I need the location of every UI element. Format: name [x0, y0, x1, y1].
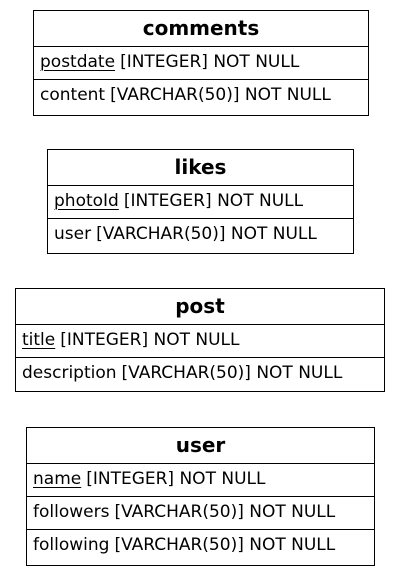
field-row-photoid: photoId[INTEGER] NOT NULL: [48, 186, 353, 219]
entity-post: post title[INTEGER] NOT NULL description…: [15, 288, 385, 392]
field-type: [VARCHAR(50)] NOT NULL: [110, 85, 331, 105]
field-row-name: name[INTEGER] NOT NULL: [27, 464, 374, 497]
primary-key-field-name: photoId: [54, 191, 119, 211]
field-type: [VARCHAR(50)] NOT NULL: [114, 535, 336, 555]
field-type: [VARCHAR(50)] NOT NULL: [96, 224, 317, 244]
field-type: [INTEGER] NOT NULL: [120, 52, 300, 72]
primary-key-field-name: title: [22, 330, 56, 350]
entity-title: post: [16, 289, 384, 325]
field-row-title: title[INTEGER] NOT NULL: [16, 325, 384, 358]
entity-likes: likes photoId[INTEGER] NOT NULL user[VAR…: [47, 149, 354, 254]
entity-comments: comments postdate[INTEGER] NOT NULL cont…: [33, 10, 369, 116]
field-row-user: user[VARCHAR(50)] NOT NULL: [48, 219, 353, 252]
field-type: [INTEGER] NOT NULL: [123, 191, 304, 211]
field-row-description: description[VARCHAR(50)] NOT NULL: [16, 358, 384, 391]
field-row-content: content[VARCHAR(50)] NOT NULL: [34, 80, 368, 113]
entity-title: user: [27, 428, 374, 464]
primary-key-field-name: name: [33, 469, 82, 489]
field-name: followers: [33, 502, 110, 522]
field-row-followers: followers[VARCHAR(50)] NOT NULL: [27, 497, 374, 530]
entity-user: user name[INTEGER] NOT NULL followers[VA…: [26, 427, 375, 566]
field-type: [INTEGER] NOT NULL: [86, 469, 266, 489]
field-type: [VARCHAR(50)] NOT NULL: [114, 502, 336, 522]
field-name: user: [54, 224, 92, 244]
field-row-postdate: postdate[INTEGER] NOT NULL: [34, 47, 368, 80]
field-type: [INTEGER] NOT NULL: [60, 330, 240, 350]
field-name: description: [22, 363, 117, 383]
primary-key-field-name: postdate: [40, 52, 116, 72]
field-name: content: [40, 85, 106, 105]
entity-title: likes: [48, 150, 353, 186]
field-type: [VARCHAR(50)] NOT NULL: [121, 363, 343, 383]
field-name: following: [33, 535, 110, 555]
entity-title: comments: [34, 11, 368, 47]
field-row-following: following[VARCHAR(50)] NOT NULL: [27, 530, 374, 563]
